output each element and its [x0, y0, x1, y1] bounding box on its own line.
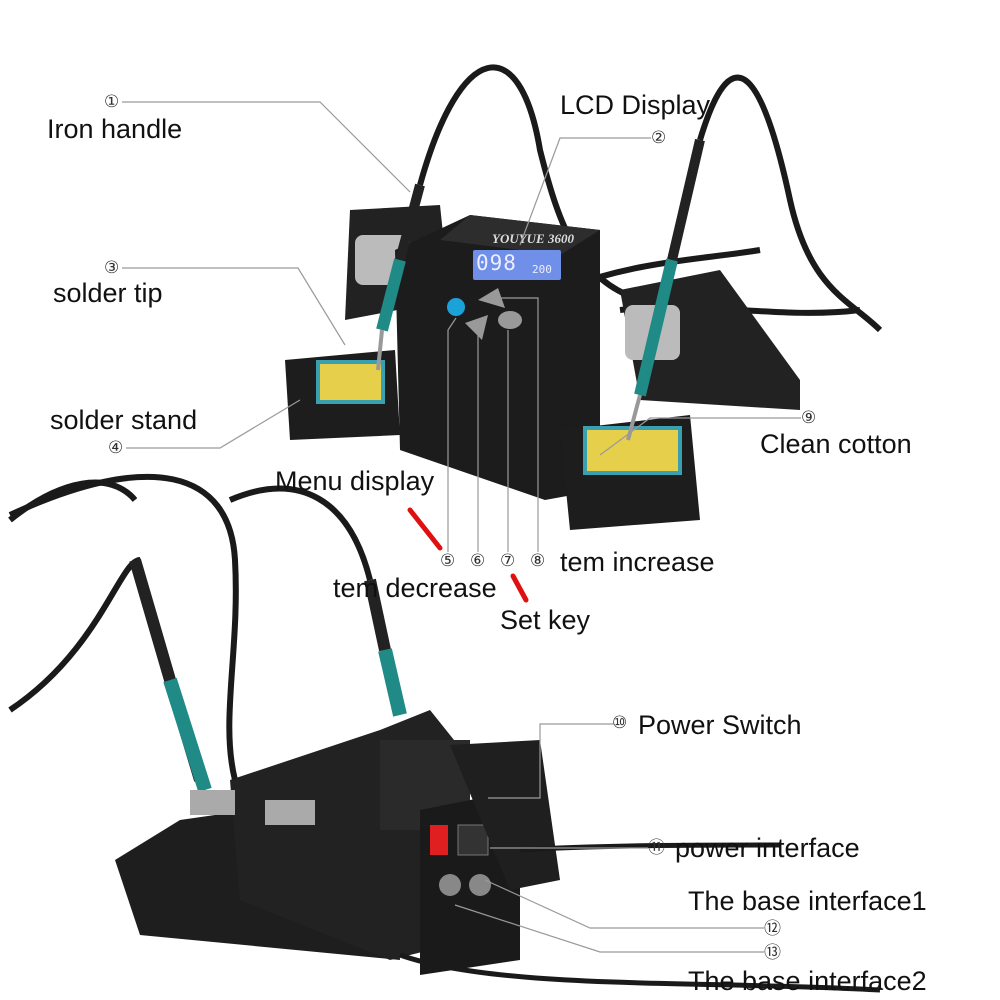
lcd-main-value: 098	[476, 251, 517, 275]
callout-number-4: ④	[108, 438, 124, 457]
callout-number-9: ⑨	[801, 408, 817, 427]
menu-button[interactable]	[447, 298, 465, 316]
callout-number-2: ②	[651, 128, 667, 147]
label-set-key: Set key	[500, 605, 591, 635]
callout-number-11: ⑪	[648, 838, 665, 857]
label-solder-tip: solder tip	[53, 278, 163, 308]
station-rear-view	[8, 473, 881, 993]
callout-number-6: ⑥	[470, 551, 486, 570]
label-iron-handle: Iron handle	[47, 114, 183, 144]
control-unit: YOUYUE 3600	[395, 215, 600, 500]
set-button[interactable]	[498, 311, 522, 329]
minus-button[interactable]	[465, 315, 488, 340]
red-highlight-marks	[407, 507, 529, 603]
plus-button[interactable]	[478, 288, 505, 308]
label-tem-decrease: tem decrease	[333, 573, 497, 603]
leader-lines	[122, 101, 801, 953]
label-menu-display: Menu display	[275, 466, 435, 496]
soldering-irons-top	[376, 138, 705, 441]
label-base-interface-2: The base interface2	[688, 966, 927, 996]
brand-logo: YOUYUE 3600	[492, 231, 574, 246]
callout-number-8: ⑧	[530, 551, 546, 570]
callout-number-13: ⑬	[764, 943, 781, 962]
label-power-switch: Power Switch	[638, 710, 802, 740]
label-solder-stand: solder stand	[50, 405, 198, 435]
callout-number-1: ①	[104, 92, 120, 111]
callout-number-12: ⑫	[764, 919, 781, 938]
label-lcd-display: LCD Display	[560, 90, 711, 120]
power-switch-illustration	[430, 825, 448, 855]
label-tem-increase: tem increase	[560, 547, 715, 577]
callout-number-10: ⑩	[612, 713, 628, 732]
label-power-interface: power interface	[675, 833, 860, 863]
callout-number-5: ⑤	[440, 551, 456, 570]
lcd-set-value: 200	[532, 263, 552, 276]
callout-number-3: ③	[104, 258, 120, 277]
label-clean-cotton: Clean cotton	[760, 429, 912, 459]
callout-number-7: ⑦	[500, 551, 516, 570]
lcd-screen	[473, 250, 561, 280]
label-base-interface-1: The base interface1	[688, 886, 927, 916]
right-solder-stand	[560, 270, 800, 530]
